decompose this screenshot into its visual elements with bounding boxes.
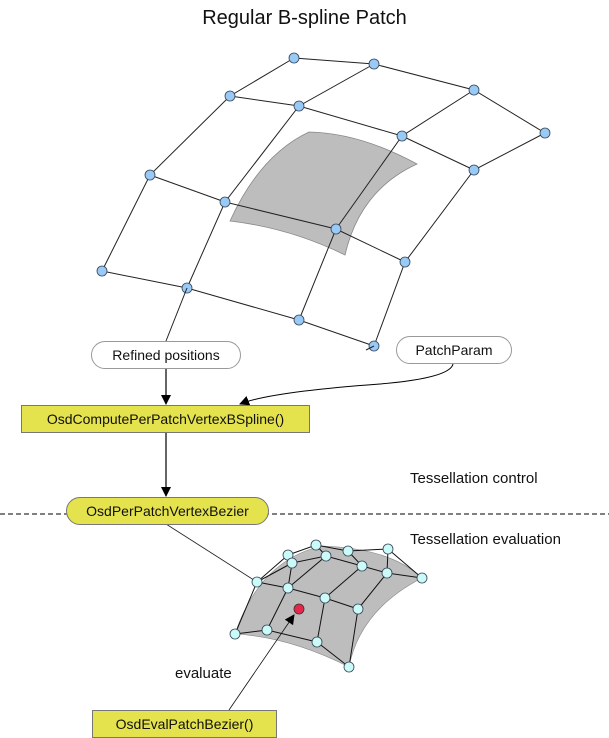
- bspline-control-vertices: [96, 52, 551, 352]
- eval-point: [293, 603, 305, 615]
- bspline-surface: [229, 131, 418, 256]
- label-evaluate: evaluate: [175, 665, 232, 682]
- node-patch-param: PatchParam: [396, 336, 512, 364]
- label-tess-evaluation: Tessellation evaluation: [410, 531, 561, 548]
- label-tess-control: Tessellation control: [410, 470, 538, 487]
- node-refined-positions: Refined positions: [91, 341, 241, 369]
- node-per-patch-vertex-bezier: OsdPerPatchVertexBezier: [66, 497, 269, 525]
- node-eval-patch-bezier: OsdEvalPatchBezier(): [92, 710, 277, 738]
- node-compute-bspline: OsdComputePerPatchVertexBSpline(): [21, 405, 310, 433]
- bezier-control-vertices: [229, 539, 428, 673]
- diagram-title: Regular B-spline Patch: [202, 7, 407, 29]
- bezier-surface: [234, 545, 423, 668]
- arrow-evaluate: [228, 614, 295, 711]
- bspline-control-grid: [101, 57, 546, 347]
- arrow-patchparam-to-compute: [239, 363, 454, 406]
